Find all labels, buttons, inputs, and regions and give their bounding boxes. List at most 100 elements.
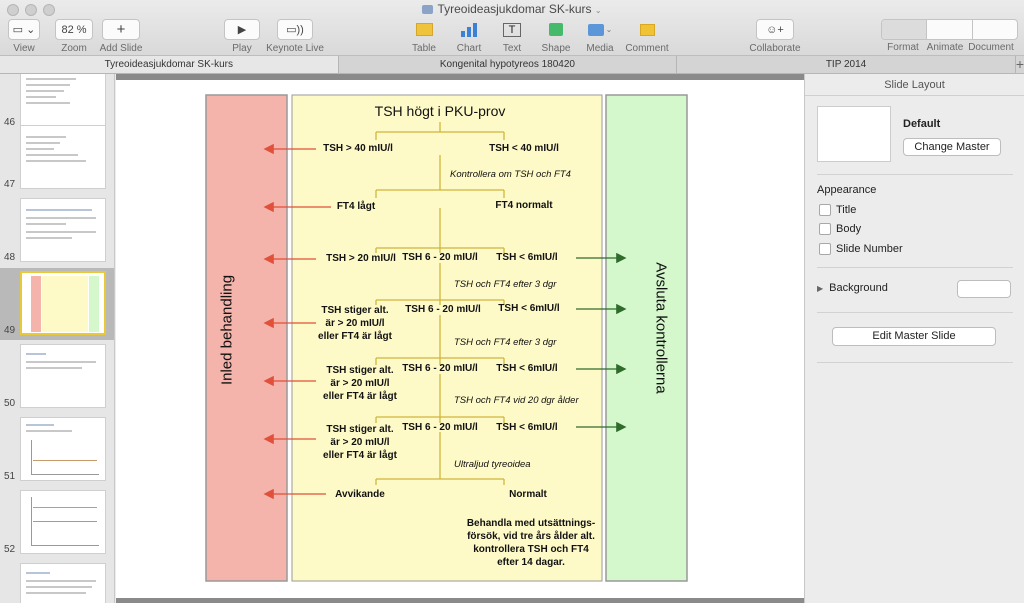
slide[interactable]: Inled behandling Avsluta kontrollerna TS… xyxy=(116,80,804,598)
step4-left-1: TSH stiger alt. xyxy=(321,305,389,316)
master-name: Default xyxy=(903,118,941,130)
chart-button[interactable]: Chart xyxy=(453,19,485,54)
slide-thumbnail-50[interactable]: 50 xyxy=(0,341,114,413)
slide-thumbnail-47[interactable]: 47 xyxy=(0,122,114,194)
final-line-2: försök, vid tre års ålder alt. xyxy=(467,531,595,542)
final-line-4: efter 14 dagar. xyxy=(497,557,565,568)
green-arrows xyxy=(576,252,627,433)
add-slide-button[interactable]: + Add Slide xyxy=(99,19,143,54)
table-button[interactable]: Table xyxy=(408,19,440,54)
step5-mid: TSH 6 - 20 mIU/l xyxy=(402,363,478,374)
document-label: Document xyxy=(968,42,1014,53)
animate-label: Animate xyxy=(926,42,964,53)
inled-behandling-column[interactable] xyxy=(205,94,288,582)
step5-note: TSH och FT4 vid 20 dgr ålder xyxy=(454,395,579,406)
inspector-tabs xyxy=(881,19,1018,40)
body-checkbox[interactable]: Body xyxy=(819,223,861,235)
slide-thumbnail-52[interactable]: 52 xyxy=(0,487,114,559)
view-button[interactable]: ▭ ⌄ View xyxy=(8,19,40,54)
window-title[interactable]: Tyreoideasjukdomar SK-kurs ⌄ xyxy=(0,2,1024,16)
slide-thumbnail-49[interactable]: 49 xyxy=(0,268,114,340)
appearance-heading: Appearance xyxy=(817,184,877,196)
new-tab-button[interactable]: + xyxy=(1015,56,1024,72)
play-button[interactable]: ▶ Play xyxy=(224,19,260,54)
step5-right: TSH < 6mIU/l xyxy=(496,363,558,374)
keynote-live-icon: ▭)) xyxy=(277,19,313,40)
document-tab[interactable] xyxy=(973,20,1017,39)
final-line-1: Behandla med utsättnings- xyxy=(466,518,596,529)
step6-mid: TSH 6 - 20 mIU/l xyxy=(402,422,478,433)
chevron-down-icon: ⌄ xyxy=(594,6,602,15)
connectors xyxy=(375,122,505,485)
step6-left-3: eller FT4 är lågt xyxy=(323,450,397,461)
step7-left: Avvikande xyxy=(335,489,385,500)
step4-left-3: eller FT4 är lågt xyxy=(318,331,392,342)
flow-background[interactable] xyxy=(291,94,603,582)
toolbar: Tyreoideasjukdomar SK-kurs ⌄ ▭ ⌄ View 82… xyxy=(0,0,1024,56)
step4-note: TSH och FT4 efter 3 dgr xyxy=(454,337,557,348)
inled-behandling-label: Inled behandling xyxy=(218,274,236,386)
keynote-doc-icon xyxy=(422,5,434,14)
table-icon xyxy=(415,19,433,40)
step6-left-2: är > 20 mIU/l xyxy=(330,437,390,448)
comment-icon xyxy=(639,19,655,40)
document-tab-bar: Tyreoideasjukdomar SK-kurs Kongenital hy… xyxy=(0,56,1024,74)
shape-button[interactable]: Shape xyxy=(540,19,572,54)
avsluta-kontrollerna-column[interactable] xyxy=(605,94,688,582)
disclosure-triangle-icon: ▶ xyxy=(817,283,824,293)
step4-right: TSH < 6mIU/l xyxy=(498,303,560,314)
change-master-button[interactable]: Change Master xyxy=(903,138,1001,156)
slide-canvas: Inled behandling Avsluta kontrollerna TS… xyxy=(116,74,804,603)
master-thumbnail[interactable] xyxy=(817,106,891,162)
edit-master-slide-button[interactable]: Edit Master Slide xyxy=(832,327,996,346)
text-icon: T xyxy=(503,19,521,40)
tab-tyreoideasjukdomar[interactable]: Tyreoideasjukdomar SK-kurs xyxy=(0,56,339,73)
slide-thumbnail-48[interactable]: 48 xyxy=(0,195,114,267)
tab-kongenital-hypotyreos[interactable]: Kongenital hypotyreos 180420 xyxy=(339,56,678,73)
step5-left-2: är > 20 mIU/l xyxy=(330,378,390,389)
tab-tip-2014[interactable]: TIP 2014 xyxy=(677,56,1016,73)
sidebar-icon: ▭ ⌄ xyxy=(8,19,40,40)
format-tab[interactable] xyxy=(882,20,928,39)
plus-icon: + xyxy=(102,19,140,40)
step2-right: FT4 normalt xyxy=(495,200,553,211)
step6-left-1: TSH stiger alt. xyxy=(326,424,394,435)
slide-thumbnail-53[interactable] xyxy=(0,560,114,603)
zoom-window-button[interactable] xyxy=(43,4,55,16)
step5-left-1: TSH stiger alt. xyxy=(326,365,394,376)
chart-icon xyxy=(461,19,477,40)
step3-note: TSH och FT4 efter 3 dgr xyxy=(454,279,557,290)
media-button[interactable]: ⌄ Media xyxy=(584,19,616,54)
title-checkbox[interactable]: Title xyxy=(819,204,856,216)
shape-icon xyxy=(549,19,563,40)
comment-button[interactable]: Comment xyxy=(625,19,669,54)
close-window-button[interactable] xyxy=(7,4,19,16)
text-button[interactable]: T Text xyxy=(496,19,528,54)
step6-right: TSH < 6mIU/l xyxy=(496,422,558,433)
background-fill-well[interactable] xyxy=(957,280,1011,298)
step4-left-2: är > 20 mIU/l xyxy=(325,318,385,329)
avsluta-kontrollerna-label: Avsluta kontrollerna xyxy=(652,262,670,394)
format-label: Format xyxy=(887,42,919,53)
background-disclosure[interactable]: ▶Background xyxy=(817,282,888,294)
step3-left: TSH > 20 mIU/l xyxy=(326,253,396,264)
slide-number-checkbox[interactable]: Slide Number xyxy=(819,243,903,255)
step5-left-3: eller FT4 är lågt xyxy=(323,391,397,402)
step1-left: TSH > 40 mIU/l xyxy=(323,143,393,154)
collaborate-icon: ☺+ xyxy=(756,19,794,40)
keynote-live-button[interactable]: ▭)) Keynote Live xyxy=(266,19,324,54)
slide-thumbnail-51[interactable]: 51 xyxy=(0,414,114,486)
minimize-window-button[interactable] xyxy=(25,4,37,16)
media-icon: ⌄ xyxy=(587,19,612,40)
collaborate-button[interactable]: ☺+ Collaborate xyxy=(748,19,802,54)
zoom-menu[interactable]: 82 % Zoom xyxy=(55,19,93,54)
step6-note: Ultraljud tyreoidea xyxy=(454,459,531,470)
step3-mid: TSH 6 - 20 mIU/l xyxy=(402,252,478,263)
format-inspector: Slide Layout Default Change Master Appea… xyxy=(804,74,1024,603)
inspector-title: Slide Layout xyxy=(805,74,1024,96)
animate-tab[interactable] xyxy=(927,20,973,39)
flowchart-graphics xyxy=(205,94,688,582)
step2-left: FT4 lågt xyxy=(336,201,376,212)
red-arrows xyxy=(263,143,331,500)
zoom-value: 82 % xyxy=(55,19,93,40)
